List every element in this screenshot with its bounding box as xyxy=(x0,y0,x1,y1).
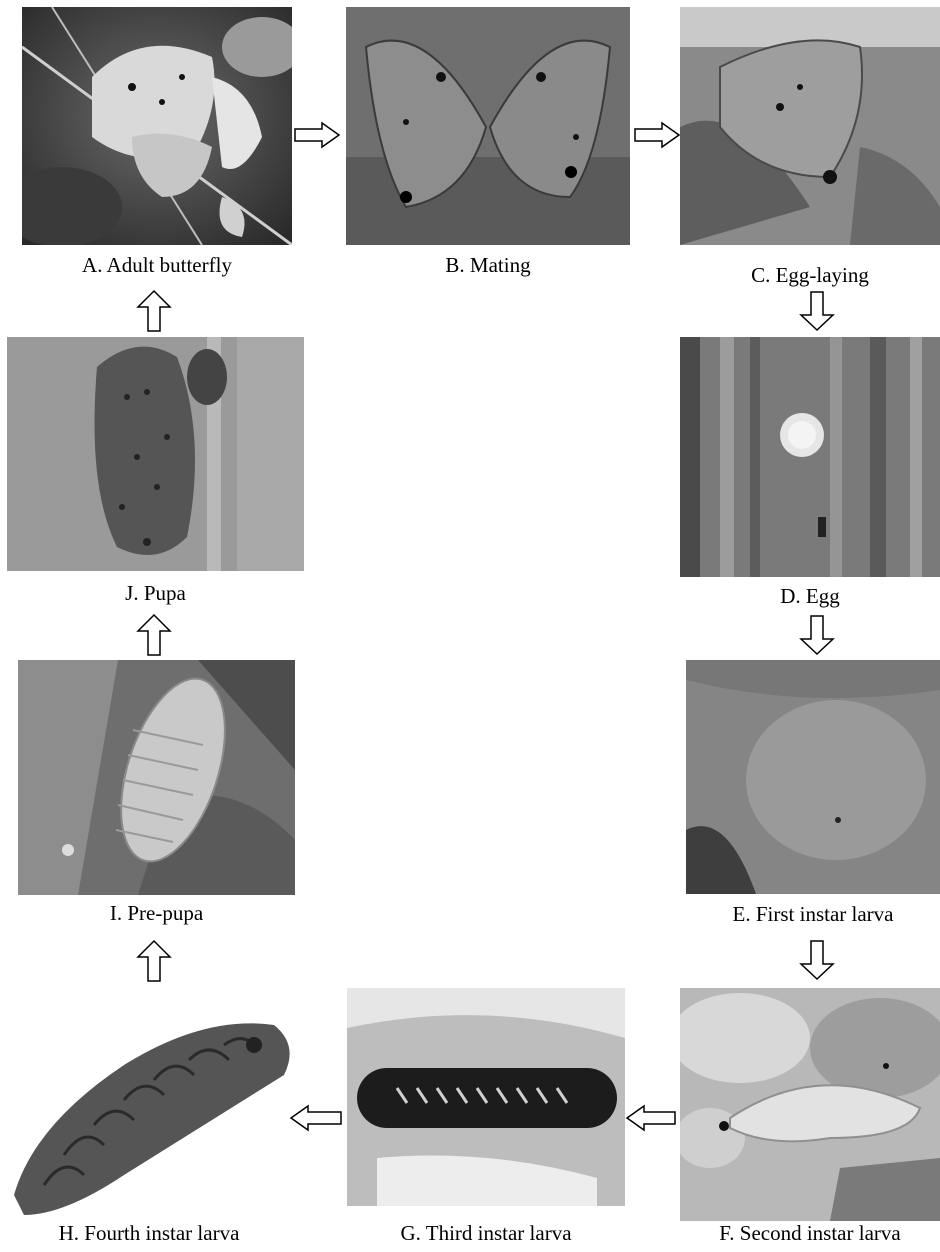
fourth-instar-larva-photo xyxy=(4,1005,294,1222)
arrow-left-f-to-g xyxy=(626,1105,676,1131)
panel-mating: B. Mating xyxy=(346,7,630,245)
caption-mating: B. Mating xyxy=(306,253,670,278)
third-instar-larva-photo xyxy=(347,988,625,1206)
arrow-up-i-to-j xyxy=(137,614,171,656)
panel-pre-pupa: I. Pre-pupa xyxy=(18,660,295,895)
panel-adult-butterfly: A. Adult butterfly xyxy=(22,7,292,245)
caption-egg: D. Egg xyxy=(640,584,940,609)
arrow-left-g-to-h xyxy=(290,1105,342,1131)
egg-laying-photo xyxy=(680,7,940,245)
caption-egg-laying: C. Egg-laying xyxy=(640,263,940,288)
caption-second-instar-larva: F. Second instar larva xyxy=(640,1221,940,1246)
adult-butterfly-photo xyxy=(22,7,292,245)
arrow-right-b-to-c xyxy=(634,122,680,148)
panel-egg-laying: C. Egg-laying xyxy=(680,7,940,245)
panel-first-instar-larva: E. First instar larva xyxy=(686,660,940,894)
panel-egg: D. Egg xyxy=(680,337,940,577)
panel-pupa: J. Pupa xyxy=(7,337,304,571)
egg-photo xyxy=(680,337,940,577)
first-instar-larva-photo xyxy=(686,660,940,894)
pre-pupa-photo xyxy=(18,660,295,895)
arrow-down-d-to-e xyxy=(800,615,834,655)
caption-third-instar-larva: G. Third instar larva xyxy=(307,1221,665,1246)
arrow-right-a-to-b xyxy=(294,122,340,148)
arrow-down-c-to-d xyxy=(800,291,834,331)
panel-fourth-instar-larva: H. Fourth instar larva xyxy=(4,1005,294,1222)
pupa-photo xyxy=(7,337,304,571)
arrow-down-e-to-f xyxy=(800,940,834,980)
panel-third-instar-larva: G. Third instar larva xyxy=(347,988,625,1206)
arrow-up-h-to-i xyxy=(137,940,171,982)
panel-second-instar-larva: F. Second instar larva xyxy=(680,988,940,1221)
caption-first-instar-larva: E. First instar larva xyxy=(646,902,940,927)
second-instar-larva-photo xyxy=(680,988,940,1221)
arrow-up-j-to-a xyxy=(137,290,171,332)
caption-fourth-instar-larva: H. Fourth instar larva xyxy=(0,1221,334,1246)
caption-pupa: J. Pupa xyxy=(0,581,344,606)
mating-photo xyxy=(346,7,630,245)
caption-pre-pupa: I. Pre-pupa xyxy=(0,901,335,926)
caption-adult-butterfly: A. Adult butterfly xyxy=(0,253,332,278)
